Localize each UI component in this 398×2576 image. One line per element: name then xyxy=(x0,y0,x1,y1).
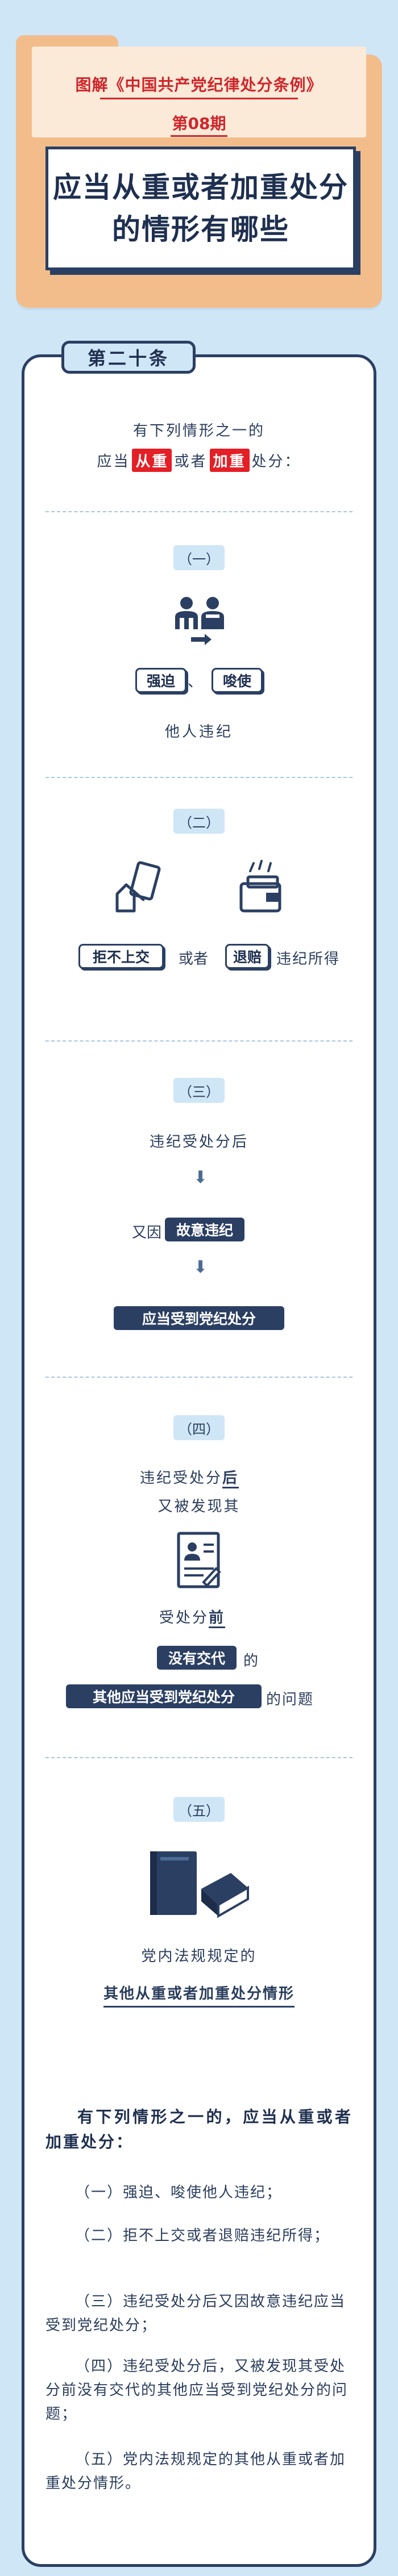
article-label: 第二十条 xyxy=(61,341,196,374)
issue-underline xyxy=(171,135,227,137)
section-5-line-2: 其他从重或者加重处分情形 xyxy=(103,1985,295,2002)
section-4-line-3: 受处分前 xyxy=(159,1606,226,1628)
intro-line-2: 应当从重或者加重处分： xyxy=(0,449,398,472)
divider xyxy=(45,777,353,778)
summary-item-2: （二）拒不上交或者退赔违纪所得； xyxy=(75,2227,330,2244)
section-4-line-1: 违纪受处分后 xyxy=(140,1466,239,1488)
intro-suffix: 处分： xyxy=(251,453,301,470)
arrow-down-icon: ⬇ xyxy=(193,1168,208,1187)
summary-item-4: （四）违纪受处分后，又被发现其受处分前没有交代的其他应当受到党纪处分的问题； xyxy=(45,2358,349,2423)
issue-number: 第08期 xyxy=(172,114,226,133)
folder-paper xyxy=(32,47,366,137)
tag-aggravate: 加重 xyxy=(209,449,250,472)
badge-refund: 退赔 xyxy=(225,944,270,969)
tag-not-confessed: 没有交代 xyxy=(157,1646,237,1670)
summary-title: 有下列情形之一的，应当从重或者加重处分： xyxy=(45,2107,353,2151)
page-title-line-2: 的情形有哪些 xyxy=(112,213,289,246)
resume-document-icon xyxy=(177,1532,221,1588)
page-title-line-1: 应当从重或者加重处分 xyxy=(53,171,349,204)
tag-not-confessed-suffix: 的 xyxy=(243,1653,259,1670)
section-4-line-1-text: 违纪受处分 xyxy=(140,1470,223,1487)
badge-force: 强迫 xyxy=(135,668,186,693)
summary-item-5: （五）党内法规规定的其他从重或者加重处分情形。 xyxy=(45,2451,346,2492)
section-2-connector: 或者 xyxy=(179,951,209,968)
section-number: （四） xyxy=(173,1415,225,1440)
badge-instigate: 唆使 xyxy=(212,668,263,693)
section-3-prefix: 又因 xyxy=(132,1224,162,1241)
section-number: （二） xyxy=(173,809,225,834)
intro-connector: 或者 xyxy=(174,453,208,470)
content-card xyxy=(22,354,376,2567)
summary-item-1: （一）强迫、唆使他人违纪； xyxy=(75,2184,283,2201)
summary-item-3: （三）违纪受处分后又因故意违纪应当受到党纪处分； xyxy=(45,2293,346,2334)
series-underline xyxy=(100,98,298,99)
intro-prefix: 应当 xyxy=(97,453,130,470)
arrow-down-icon: ⬇ xyxy=(193,1257,208,1277)
section-5-line-1: 党内法规规定的 xyxy=(141,1948,257,1965)
section-4-line-3-text: 受处分 xyxy=(159,1609,209,1626)
page-title-box: 应当从重或者加重处分 的情形有哪些 xyxy=(45,147,356,270)
hand-card-icon xyxy=(115,861,161,913)
section-5-underline xyxy=(103,2006,295,2008)
wallet-card-icon xyxy=(239,860,281,913)
section-number: （一） xyxy=(173,545,225,570)
section-4-line-2: 又被发现其 xyxy=(157,1498,241,1515)
section-1-caption: 他人违纪 xyxy=(164,724,233,741)
series-title: 图解《中国共产党纪律处分条例》 xyxy=(75,76,323,94)
section-3-line-1: 违纪受处分后 xyxy=(149,1134,248,1151)
tag-other-punishable: 其他应当受到党纪处分 xyxy=(66,1684,262,1708)
section-2-suffix: 违纪所得 xyxy=(276,951,341,968)
section-number: （五） xyxy=(173,1797,225,1822)
divider xyxy=(45,1377,353,1378)
divider xyxy=(45,511,353,512)
divider xyxy=(45,1757,353,1758)
badge-refuse-handover: 拒不上交 xyxy=(78,944,164,969)
emphasis-before: 前 xyxy=(209,1609,226,1628)
tag-intentional-violation: 故意违纪 xyxy=(165,1218,244,1241)
tag-heavy: 从重 xyxy=(132,449,172,472)
divider xyxy=(45,1040,353,1042)
books-icon xyxy=(150,1851,249,1918)
emphasis-after: 后 xyxy=(222,1470,239,1488)
badge-separator: 、 xyxy=(188,674,203,691)
section-number: （三） xyxy=(173,1078,225,1103)
intro-line-1: 有下列情形之一的 xyxy=(132,423,265,440)
tag-other-punishable-suffix: 的问题 xyxy=(266,1691,314,1708)
two-people-icon xyxy=(175,597,224,645)
tag-should-be-punished: 应当受到党纪处分 xyxy=(114,1306,284,1330)
